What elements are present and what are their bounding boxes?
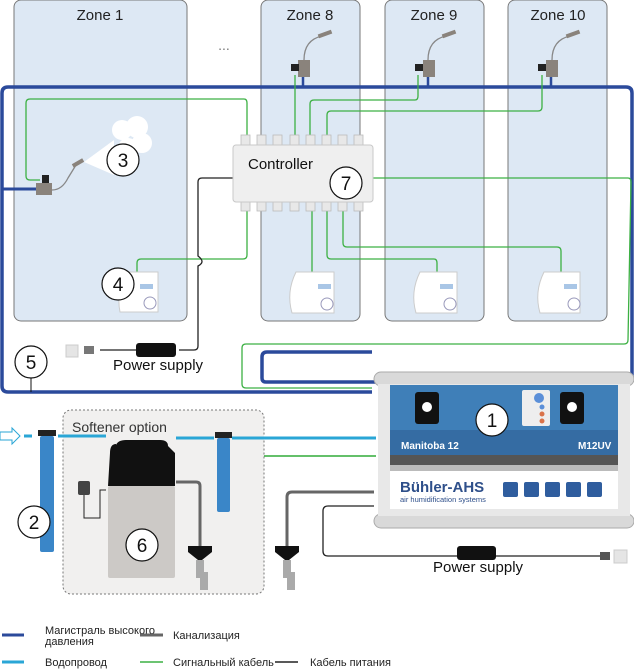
water-supply-line — [0, 426, 376, 446]
zone-10-valve — [538, 29, 581, 77]
callout-5-label: 5 — [26, 353, 37, 374]
callout-6-label: 6 — [137, 536, 148, 557]
hygrostat-zone-9 — [413, 271, 458, 314]
zone-9-title: Zone 9 — [411, 7, 458, 24]
unit-button-2 — [524, 482, 539, 497]
zone-9: Zone 9 — [384, 0, 485, 322]
drain-funnel-1 — [188, 546, 212, 590]
callout-7 — [329, 166, 363, 200]
drain-funnel-2 — [275, 546, 299, 590]
zone-10: Zone 10 — [507, 0, 608, 322]
unit-model-right: M12UV — [578, 441, 612, 452]
callout-6 — [125, 528, 159, 562]
water-inlet-arrow-icon — [0, 426, 21, 446]
wall-socket-icon-bottom — [613, 549, 628, 564]
zone-1-title: Zone 1 — [77, 7, 124, 24]
post-filter — [215, 432, 232, 512]
controller: Controller 7 — [232, 134, 374, 212]
power-supply-top: Power supply — [65, 343, 204, 374]
humidifier-unit: Manitoba 12 M12UV Bühler-AHS air humidif… — [373, 371, 634, 529]
callout-2-label: 2 — [29, 513, 40, 534]
zone-8-title: Zone 8 — [287, 7, 334, 24]
unit-brand-sub: air humidification systems — [400, 495, 486, 504]
plug-icon — [84, 346, 94, 354]
hygrostat-zone-8 — [289, 271, 335, 314]
callout-3 — [106, 143, 140, 177]
legend-label-water: Водопровод — [45, 657, 108, 669]
signal-cables — [25, 75, 632, 457]
zones-ellipsis: ... — [218, 37, 230, 53]
callout-4 — [101, 267, 135, 301]
legend-label-high-pressure-1: Магистраль высокого — [45, 625, 155, 637]
zone-9-valve — [415, 29, 457, 77]
high-pressure-loop — [0, 85, 634, 394]
plug-icon-bottom — [600, 552, 610, 560]
unit-brand: Bühler-AHS — [400, 479, 484, 496]
power-cable-top — [179, 177, 233, 351]
callout-1 — [475, 403, 509, 437]
unit-button-3 — [545, 482, 560, 497]
unit-button-4 — [566, 482, 581, 497]
softener-adapter-icon — [78, 481, 90, 495]
power-supply-top-label: Power supply — [113, 357, 204, 374]
wall-socket-icon — [65, 344, 79, 358]
softener-option-label: Softener option — [72, 419, 167, 435]
hygrostat-zone-10 — [537, 271, 581, 314]
callout-3-label: 3 — [118, 151, 129, 172]
unit-model-left: Manitoba 12 — [401, 441, 459, 452]
callout-4-label: 4 — [113, 275, 124, 296]
power-supply-bottom — [457, 546, 496, 560]
power-supply-bottom-label: Power supply — [433, 559, 524, 576]
callout-1-label: 1 — [487, 411, 498, 432]
zone-10-title: Zone 10 — [530, 7, 585, 24]
power-cable-bottom — [322, 505, 600, 557]
zone-8-valve — [291, 29, 333, 77]
legend-label-signal: Сигнальный кабель — [173, 657, 274, 669]
unit-button-1 — [503, 482, 518, 497]
callout-7-label: 7 — [341, 174, 352, 195]
legend-label-high-pressure-2: давления — [45, 636, 94, 648]
legend-label-power: Кабель питания — [310, 657, 391, 669]
zone-1-valve — [36, 158, 85, 195]
legend-label-drain: Канализация — [173, 630, 240, 642]
callout-2 — [17, 505, 51, 539]
legend: Магистраль высокого давления Канализация… — [2, 625, 391, 669]
unit-button-5 — [587, 482, 602, 497]
drain-lines — [176, 480, 374, 546]
controller-label: Controller — [248, 156, 313, 173]
